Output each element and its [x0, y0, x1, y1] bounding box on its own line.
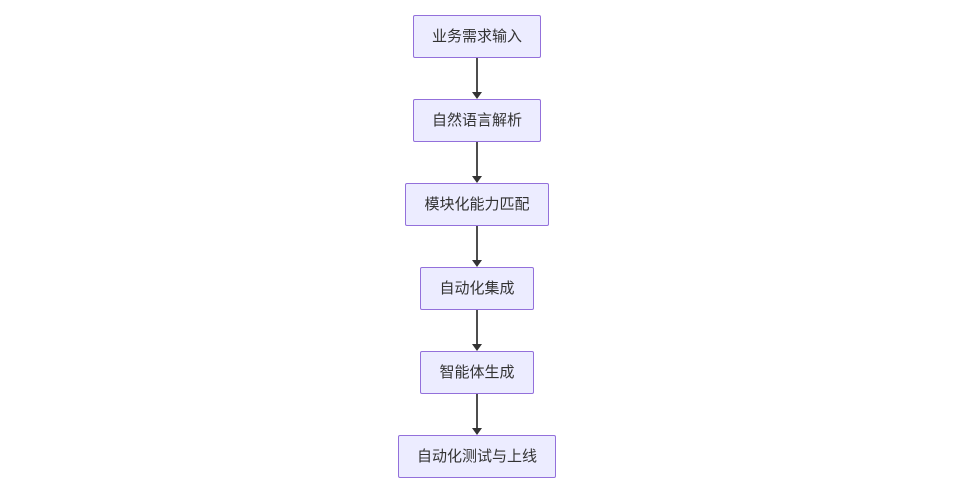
flow-edge-5 [472, 394, 482, 435]
flow-node-label: 自动化测试与上线 [416, 448, 537, 465]
flow-node-nl-parsing: 自然语言解析 [412, 99, 541, 142]
flow-node-label: 模块化能力匹配 [424, 196, 530, 213]
flow-node-business-input: 业务需求输入 [412, 15, 541, 58]
flow-edge-1 [472, 58, 482, 99]
edge-line [476, 58, 478, 92]
arrow-down-icon [472, 176, 482, 183]
flowchart: 业务需求输入 自然语言解析 模块化能力匹配 自动化集成 智能体生 [0, 15, 954, 478]
flow-node-label: 自动化集成 [439, 280, 515, 297]
flow-node-auto-integration: 自动化集成 [420, 267, 534, 310]
arrow-down-icon [472, 92, 482, 99]
edge-line [476, 226, 478, 260]
flow-node-label: 业务需求输入 [431, 28, 522, 45]
flow-node-auto-test-launch: 自动化测试与上线 [397, 435, 556, 478]
flow-node-label: 自然语言解析 [431, 112, 522, 129]
flow-node-agent-generation: 智能体生成 [420, 351, 534, 394]
edge-line [476, 310, 478, 344]
edge-line [476, 394, 478, 428]
flow-edge-3 [472, 226, 482, 267]
arrow-down-icon [472, 428, 482, 435]
flow-edge-4 [472, 310, 482, 351]
flow-edge-2 [472, 142, 482, 183]
flow-node-module-matching: 模块化能力匹配 [405, 183, 549, 226]
edge-line [476, 142, 478, 176]
flow-node-label: 智能体生成 [439, 364, 515, 381]
arrow-down-icon [472, 260, 482, 267]
arrow-down-icon [472, 344, 482, 351]
